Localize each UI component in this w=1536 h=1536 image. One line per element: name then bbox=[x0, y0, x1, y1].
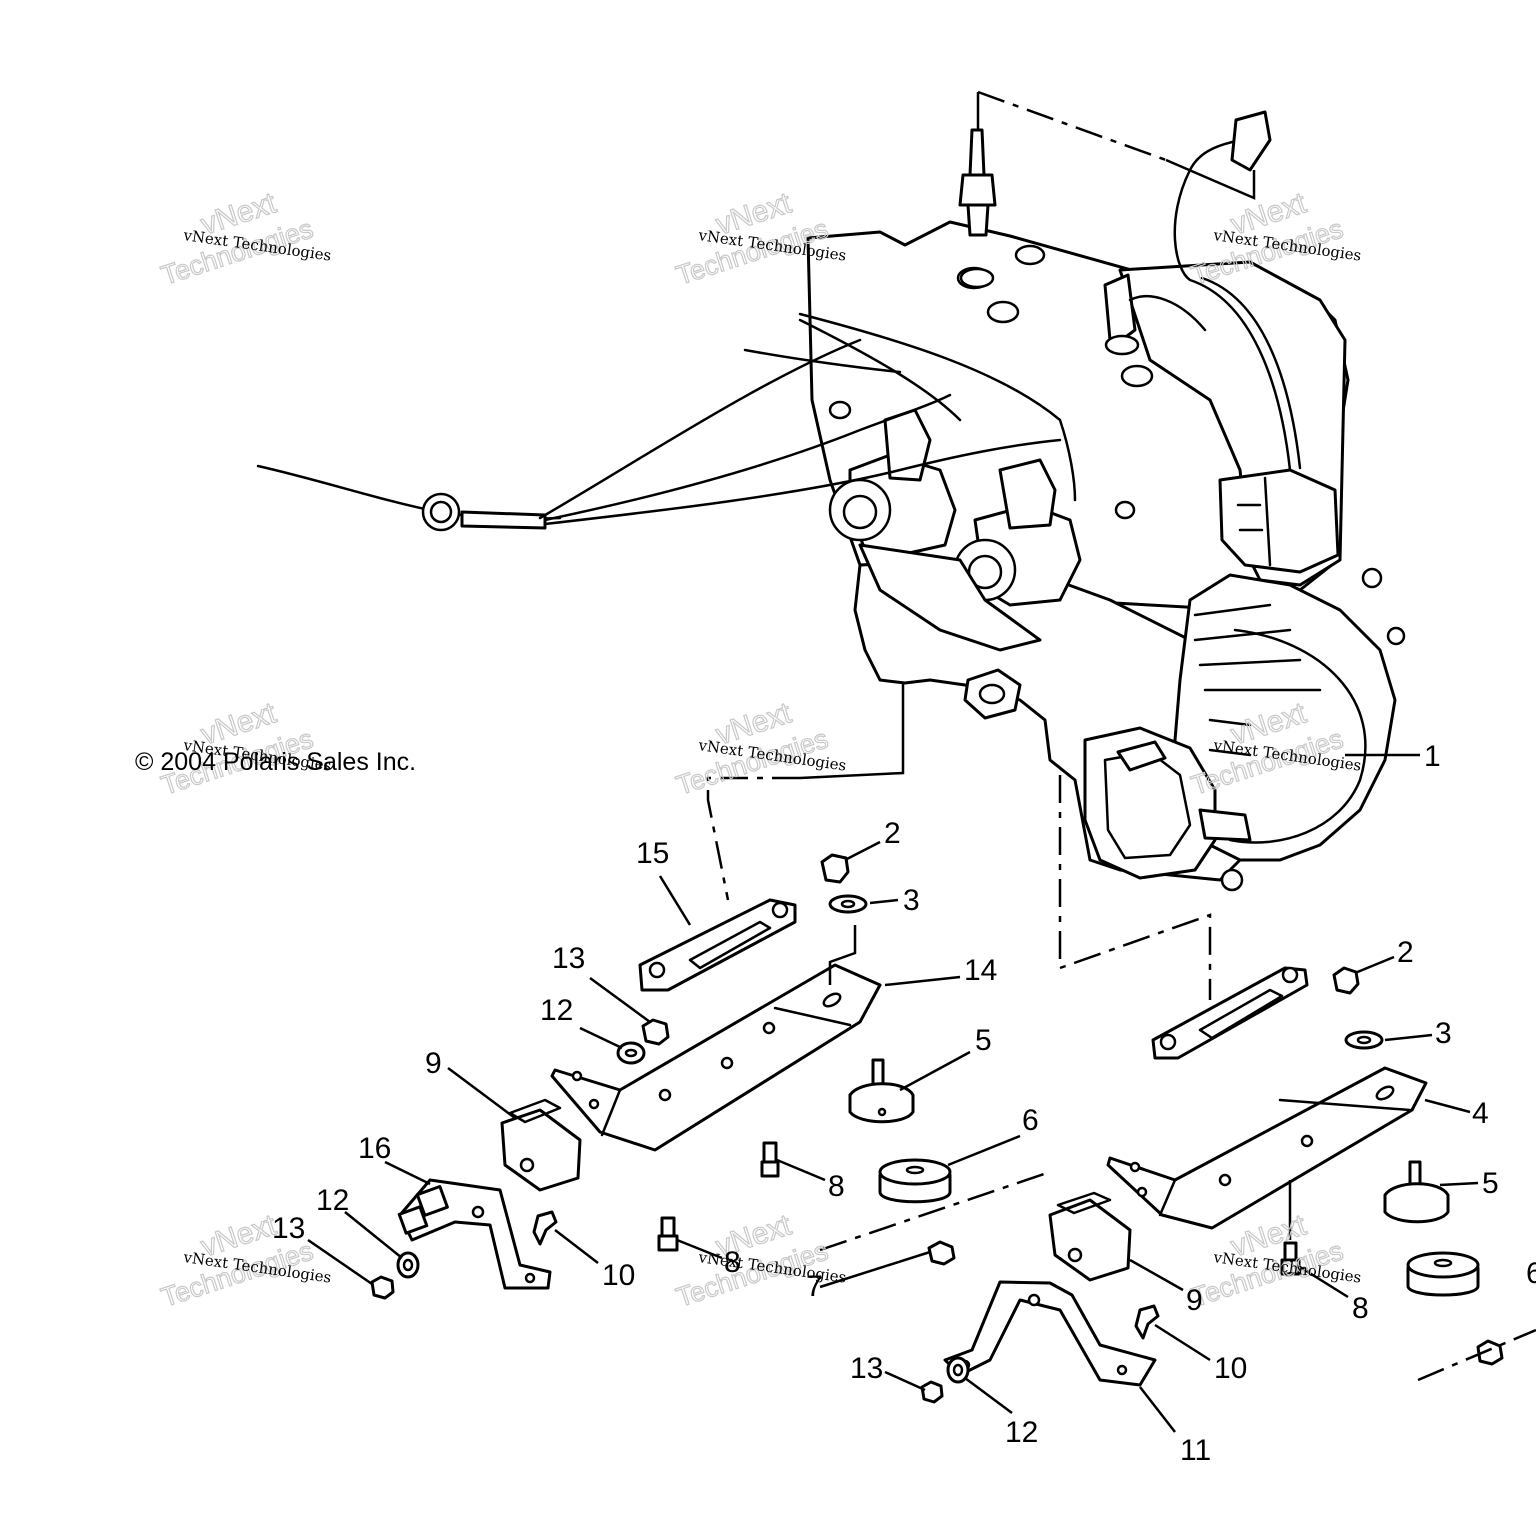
callout-14: 14 bbox=[964, 954, 997, 987]
callout-6-right: 6 bbox=[1526, 1257, 1536, 1290]
callout-13-upper: 13 bbox=[552, 942, 585, 975]
callout-8-left: 8 bbox=[828, 1170, 845, 1203]
callout-11: 11 bbox=[1180, 1434, 1211, 1467]
spacer-right bbox=[1406, 1251, 1480, 1297]
rubber-mount-right bbox=[1048, 1191, 1132, 1282]
assembly-lines bbox=[706, 90, 1536, 1382]
spacer-left bbox=[878, 1158, 952, 1204]
mount-bracket-right bbox=[1106, 1066, 1428, 1230]
cables bbox=[256, 312, 1077, 532]
callout-13-left: 13 bbox=[272, 1212, 305, 1245]
engine-mount-parts bbox=[370, 853, 1504, 1404]
callout-3-right: 3 bbox=[1435, 1017, 1452, 1050]
callout-7: 7 bbox=[806, 1270, 823, 1303]
callout-numbers: 1 2 2 3 3 14 15 13 12 9 5 4 16 6 5 12 13… bbox=[272, 740, 1536, 1467]
callout-16: 16 bbox=[358, 1132, 391, 1165]
callout-2-right: 2 bbox=[1397, 936, 1414, 969]
callout-10-left: 10 bbox=[602, 1259, 635, 1292]
callout-12-left: 12 bbox=[316, 1184, 349, 1217]
callout-13-bottom: 13 bbox=[850, 1352, 883, 1385]
fasteners bbox=[370, 853, 1504, 1404]
callout-12-upper: 12 bbox=[540, 994, 573, 1027]
callout-4: 4 bbox=[1472, 1097, 1489, 1130]
callout-8-center: 8 bbox=[724, 1246, 741, 1279]
mount-bracket-left bbox=[550, 963, 882, 1152]
callout-9-left: 9 bbox=[425, 1047, 442, 1080]
mount-plate-right bbox=[1151, 966, 1309, 1060]
callout-12-bottom: 12 bbox=[1005, 1416, 1038, 1449]
callout-8-right: 8 bbox=[1352, 1292, 1369, 1325]
callout-15: 15 bbox=[636, 837, 669, 870]
callout-2-left: 2 bbox=[884, 817, 901, 850]
callout-3-left: 3 bbox=[903, 884, 920, 917]
isolator-right bbox=[1383, 1160, 1450, 1224]
copyright-notice: © 2004 Polaris Sales Inc. bbox=[135, 748, 416, 776]
rubber-mount-left bbox=[500, 1098, 582, 1192]
carburetors bbox=[828, 408, 1082, 652]
leader-lines bbox=[307, 753, 1479, 1433]
small-bracket-left bbox=[397, 1178, 552, 1290]
isolator-left bbox=[848, 1058, 915, 1124]
callout-9-right: 9 bbox=[1186, 1284, 1203, 1317]
callout-1: 1 bbox=[1424, 740, 1441, 773]
small-bracket-right bbox=[943, 1280, 1157, 1387]
mount-plate-left bbox=[638, 898, 797, 992]
engine-assembly bbox=[256, 110, 1406, 892]
callout-6-left: 6 bbox=[1022, 1104, 1039, 1137]
callout-5-left: 5 bbox=[975, 1024, 992, 1057]
callout-10-right: 10 bbox=[1214, 1352, 1247, 1385]
callout-5-right: 5 bbox=[1482, 1167, 1499, 1200]
